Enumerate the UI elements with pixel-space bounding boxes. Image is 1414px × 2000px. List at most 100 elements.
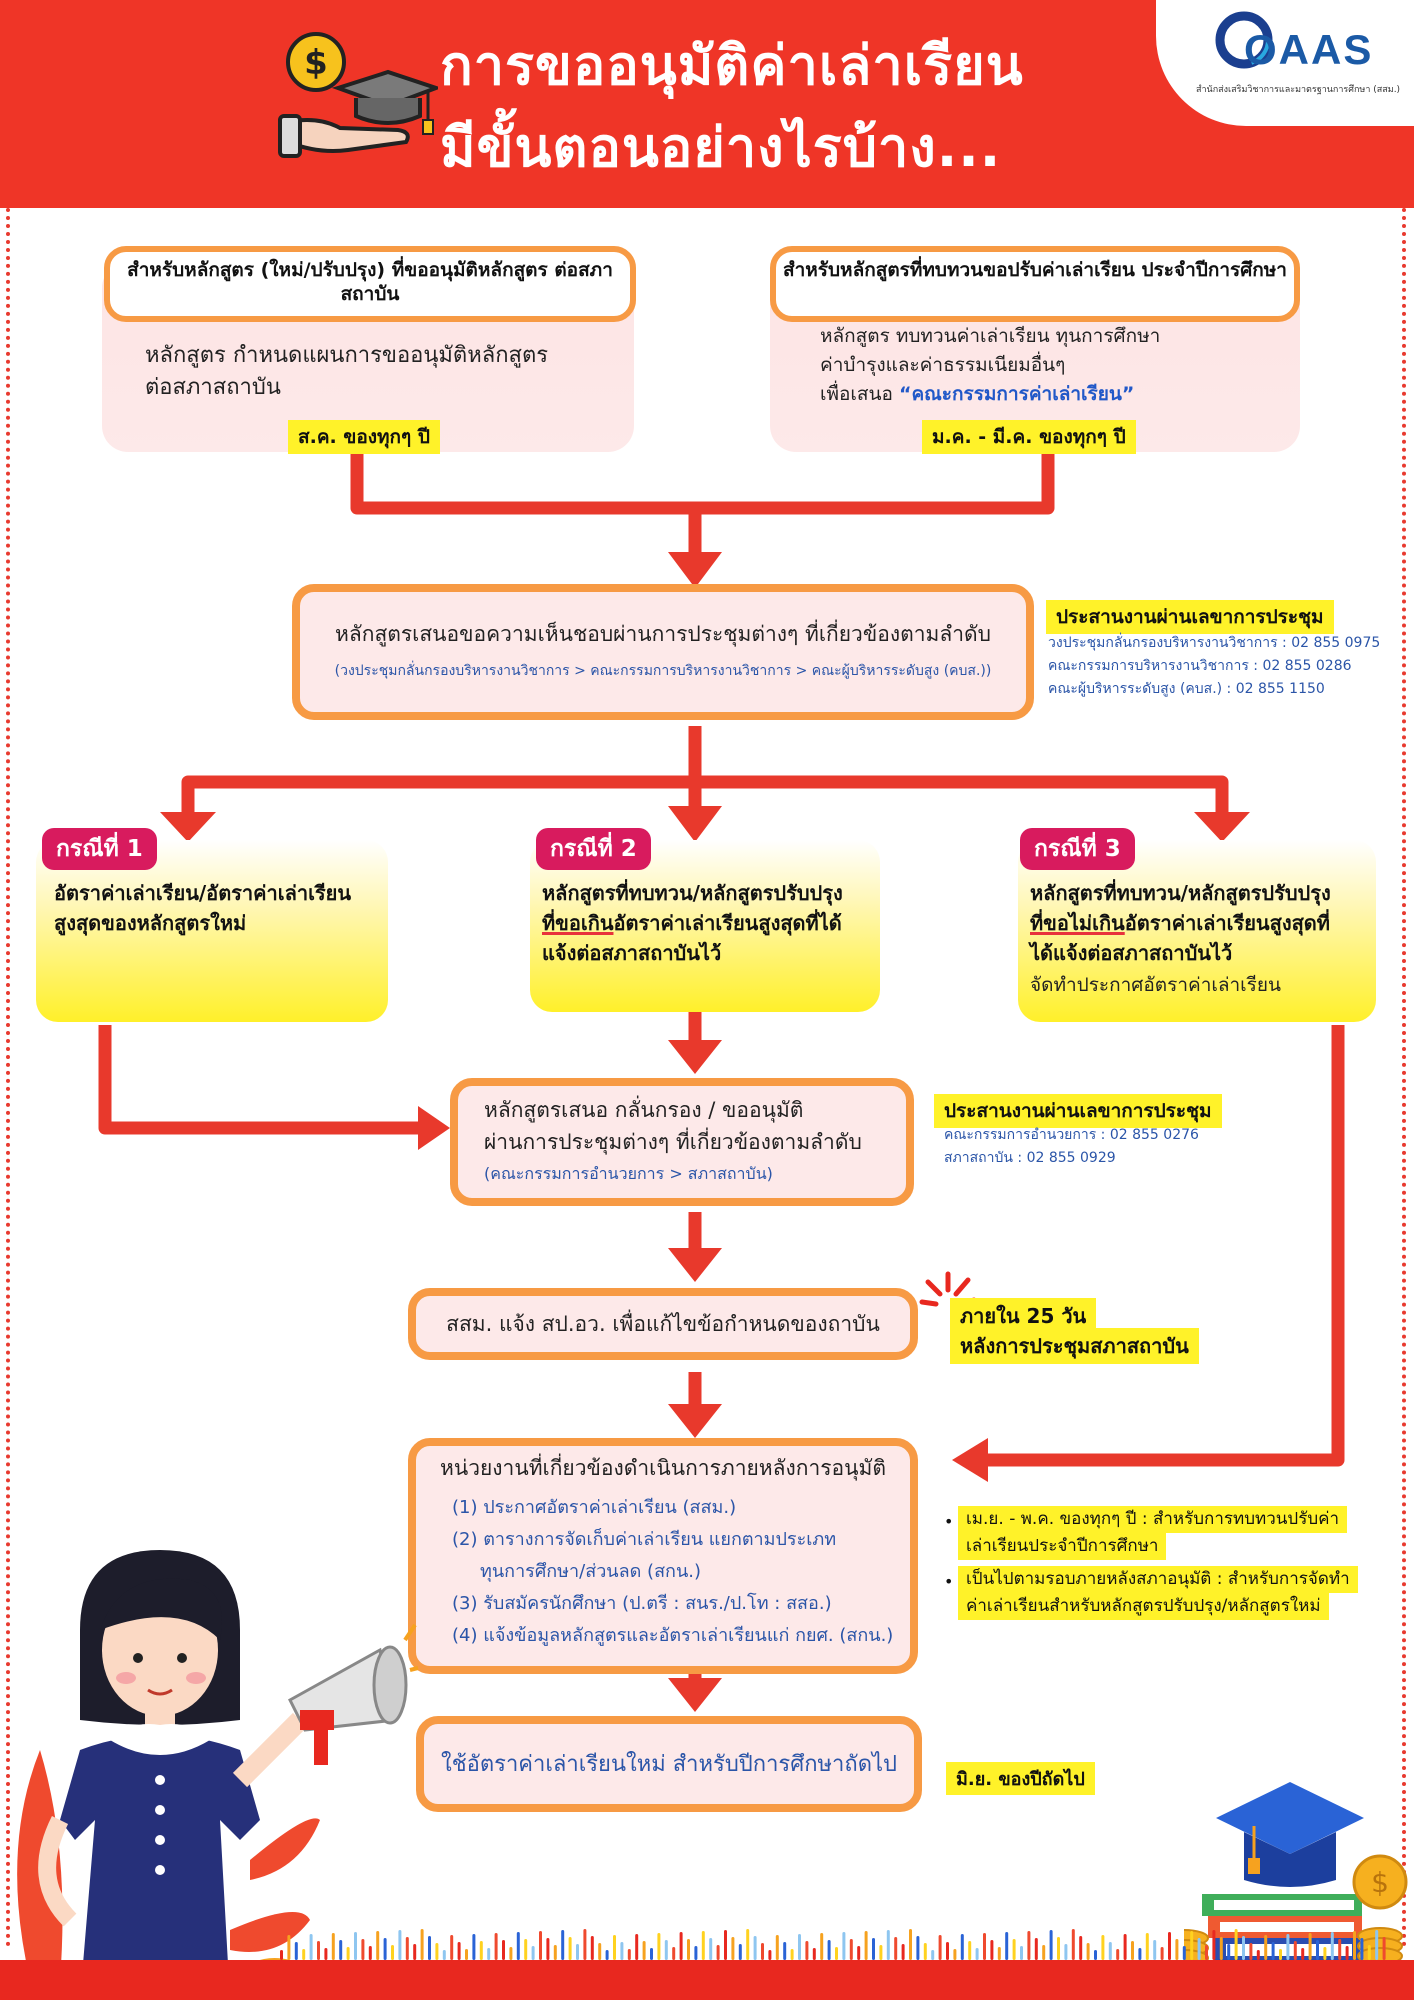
confetti-mark (1256, 1950, 1260, 1960)
case3-box (1018, 840, 1376, 1022)
case2-exceed-underline: ที่ขอเกิน (542, 911, 614, 935)
confetti-mark (1219, 1937, 1223, 1960)
confetti-mark (894, 1937, 898, 1960)
page-title-line1: การขออนุมัติค่าเล่าเรียน (440, 34, 1024, 97)
confetti-mark (798, 1934, 801, 1960)
confetti-mark (576, 1944, 579, 1960)
confetti-mark (975, 1948, 979, 1960)
case3-line2-rest: อัตราค่าเล่าเรียนสูงสุดที่ (1124, 911, 1330, 935)
step4-item3: (3) รับสมัครนักศึกษา (ป.ตรี : สนร./ป.โท … (452, 1593, 832, 1614)
confetti-mark (561, 1930, 565, 1960)
confetti-mark (1168, 1932, 1171, 1960)
contact2-title: ประสานงานผ่านเลขาการประชุม (934, 1094, 1222, 1128)
confetti-mark (790, 1949, 794, 1960)
confetti-mark (428, 1936, 431, 1960)
confetti-mark (487, 1948, 491, 1960)
contact1-line3: คณะผู้บริหารระดับสูง (คบส.) : 02 855 115… (1048, 681, 1325, 697)
confetti-mark (827, 1940, 831, 1960)
confetti-mark (1064, 1944, 1068, 1960)
confetti-mark (583, 1929, 587, 1960)
confetti-mark (605, 1950, 609, 1960)
case2-line3: แจ้งต่อสภาสถาบันไว้ (542, 941, 722, 965)
confetti-mark (775, 1935, 779, 1960)
confetti-mark (1123, 1934, 1127, 1960)
step1-main: หลักสูตรเสนอขอความเห็นชอบผ่านการประชุมต่… (335, 622, 991, 646)
confetti-mark (960, 1934, 964, 1960)
confetti-mark (805, 1941, 809, 1960)
confetti-mark (768, 1950, 772, 1960)
confetti-mark (361, 1939, 365, 1960)
case3-line4: จัดทำประกาศอัตราค่าเล่าเรียน (1030, 974, 1281, 996)
top-right-body: หลักสูตร ทบทวนค่าเล่าเรียน ทุนการศึกษา ค… (820, 322, 1160, 409)
confetti-mark (590, 1936, 594, 1960)
confetti-mark (901, 1944, 905, 1960)
confetti-mark (761, 1943, 764, 1960)
confetti-mark (842, 1932, 846, 1960)
confetti-mark (413, 1944, 417, 1960)
confetti-mark (1205, 1945, 1208, 1960)
step2-line2: ผ่านการประชุมต่างๆ ที่เกี่ยวข้องตามลำดับ (484, 1130, 862, 1154)
note1-line2: เล่าเรียนประจำปีการศึกษา (958, 1533, 1167, 1560)
confetti-mark (664, 1940, 668, 1960)
confetti-mark (1264, 1935, 1268, 1960)
confetti-mark (331, 1933, 335, 1960)
svg-text:$: $ (1371, 1866, 1389, 1899)
note2: เป็นไปตามรอบภายหลังสภาอนุมัติ : สำหรับกา… (958, 1566, 1378, 1620)
confetti-mark (1308, 1933, 1312, 1960)
confetti-mark (990, 1940, 994, 1960)
confetti-mark (812, 1948, 816, 1960)
step4-item1: (1) ประกาศอัตราค่าเล่าเรียน (สสม.) (452, 1497, 737, 1518)
books-cap-coins-illustration: $ (1184, 1782, 1408, 1967)
committee-highlight: “คณะกรรมการค่าเล่าเรียน” (898, 383, 1135, 405)
case2-line2-rest: อัตราค่าเล่าเรียนสูงสุดที่ได้ (613, 911, 842, 935)
confetti-mark (1338, 1939, 1342, 1960)
confetti-mark (642, 1941, 646, 1960)
step4-box (408, 1438, 918, 1674)
case2-line1: หลักสูตรที่ทบทวน/หลักสูตรปรับปรุง (542, 881, 843, 905)
confetti-mark (1234, 1929, 1238, 1960)
confetti-mark (1375, 1930, 1379, 1960)
confetti-mark (1190, 1931, 1194, 1960)
confetti-mark (339, 1940, 343, 1960)
case1-box (36, 840, 388, 1022)
confetti-mark (368, 1946, 372, 1960)
step4-item4: (4) แจ้งข้อมูลหลักสูตรและอัตราเล่าเรียนแ… (452, 1625, 894, 1646)
confetti-mark (472, 1934, 476, 1960)
confetti-mark (1271, 1942, 1275, 1960)
confetti-mark (1049, 1930, 1053, 1960)
page-title-line2: มีขั้นตอนอย่างไรบ้าง... (440, 116, 1002, 179)
confetti-mark (872, 1938, 875, 1960)
confetti-mark (324, 1948, 328, 1960)
note2-bullet: • (944, 1572, 954, 1591)
confetti-mark (405, 1937, 409, 1960)
confetti-mark (354, 1932, 357, 1960)
contact2-line2: สภาสถาบัน : 02 855 0929 (944, 1150, 1116, 1166)
top-right-body-line3: เพื่อเสนอ “คณะกรรมการค่าเล่าเรียน” (820, 380, 1160, 409)
confetti-mark (317, 1941, 320, 1960)
note2-line1: เป็นไปตามรอบภายหลังสภาอนุมัติ : สำหรับกา… (958, 1566, 1358, 1593)
woman-megaphone-illustration (17, 1550, 419, 2000)
step4-item2-cont: ทุนการศึกษา/ส่วนลด (สกน.) (480, 1561, 702, 1582)
confetti-mark (709, 1938, 713, 1960)
case3-tag: กรณีที่ 3 (1020, 828, 1135, 870)
confetti-mark (346, 1947, 350, 1960)
final-box (416, 1716, 922, 1812)
deadline-line2: หลังการประชุมสภาสถาบัน (950, 1328, 1199, 1364)
confetti-mark (1330, 1932, 1334, 1960)
confetti-mark (627, 1949, 631, 1960)
confetti-mark (1182, 1946, 1186, 1960)
confetti-mark (531, 1946, 535, 1960)
confetti-mark (309, 1934, 313, 1960)
confetti-mark (546, 1938, 550, 1960)
top-right-heading: สำหรับหลักสูตรที่ทบทวนขอปรับค่าเล่าเรียน… (770, 246, 1300, 322)
confetti-mark (938, 1935, 942, 1960)
confetti-mark (1005, 1932, 1009, 1960)
confetti-mark (287, 1935, 291, 1960)
confetti-mark (568, 1937, 572, 1960)
confetti-mark (879, 1945, 883, 1960)
confetti-mark (1175, 1939, 1179, 1960)
confetti-mark (420, 1929, 424, 1960)
confetti-mark (398, 1930, 402, 1960)
confetti-mark (457, 1942, 461, 1960)
